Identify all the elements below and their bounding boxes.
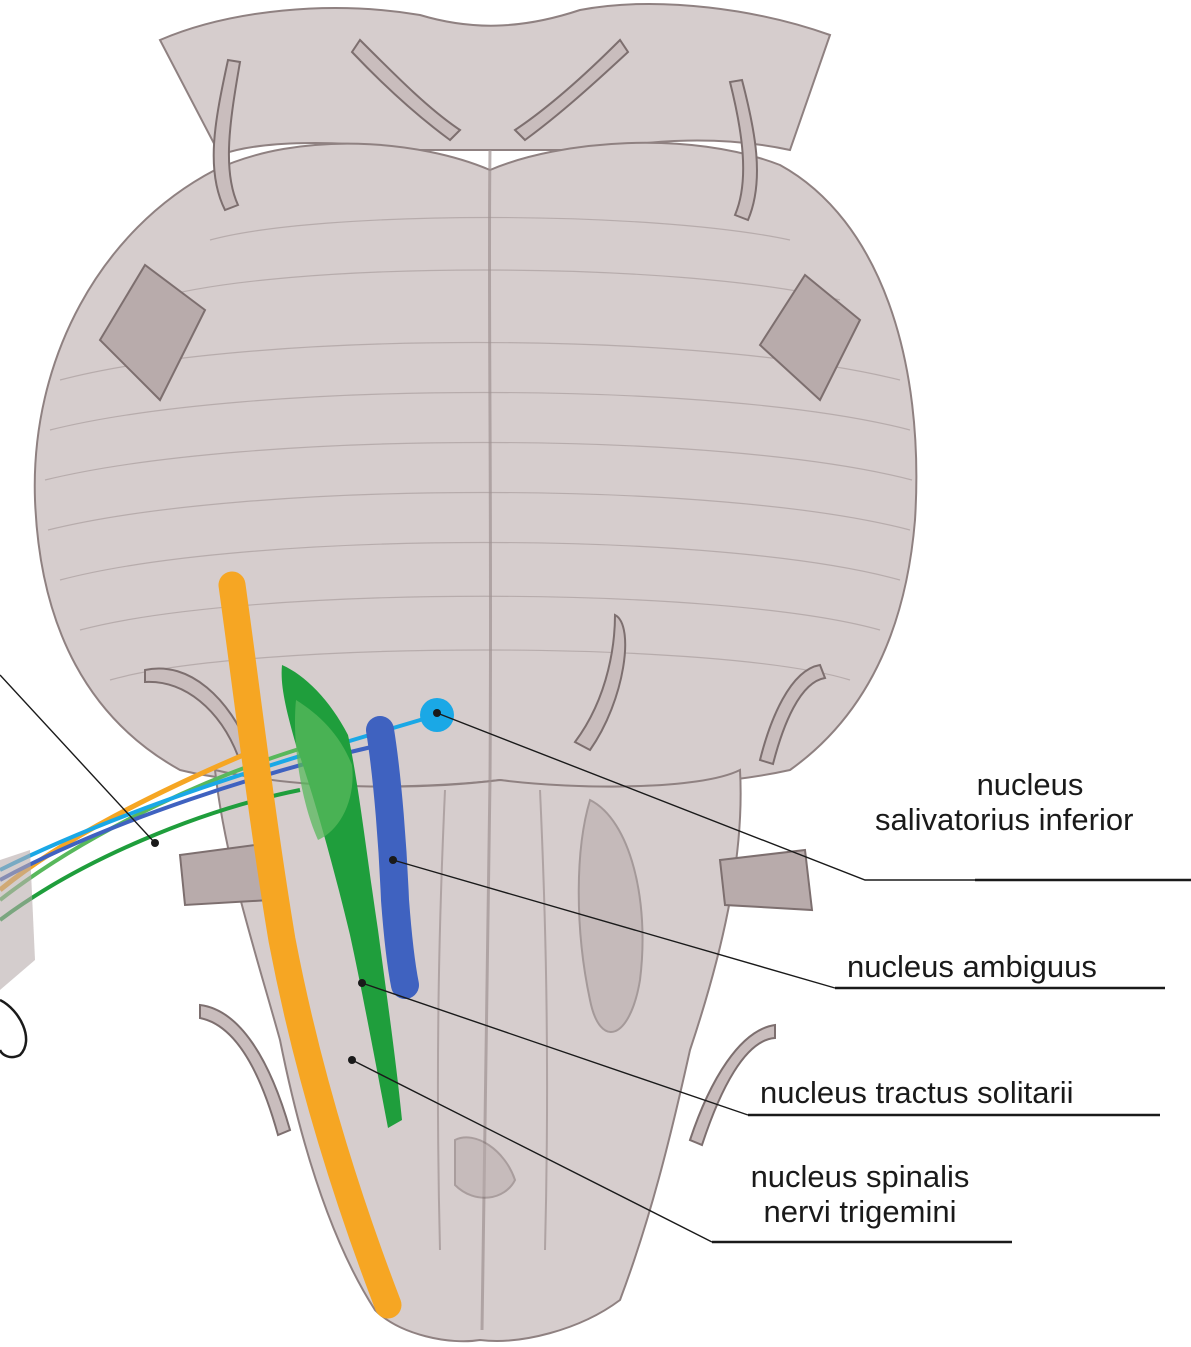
label-spinalis-line1: nucleus spinalis xyxy=(751,1159,970,1194)
label-tractus-solitarii: nucleus tractus solitarii xyxy=(760,1075,1074,1110)
leader-dot-spinalis xyxy=(348,1056,356,1064)
brainstem-illustration xyxy=(35,4,917,1341)
leader-dot-salivatorius xyxy=(433,709,441,717)
label-salivatorius-line2: salivatorius inferior xyxy=(875,802,1133,837)
medulla-oblongata xyxy=(215,770,741,1341)
fiber-cut-sheath xyxy=(0,850,35,990)
leader-dot-tractus-solitarii xyxy=(358,979,366,987)
fiber-loop xyxy=(0,1000,26,1057)
label-ambiguus: nucleus ambiguus xyxy=(847,949,1097,984)
midbrain xyxy=(160,4,830,155)
glossopharyngeal-stump-right xyxy=(720,850,812,910)
leader-dot-fiber-bundle xyxy=(151,839,159,847)
label-salivatorius-line1: nucleus xyxy=(977,767,1084,802)
leader-dot-ambiguus xyxy=(389,856,397,864)
label-spinalis-line2: nervi trigemini xyxy=(764,1194,957,1229)
